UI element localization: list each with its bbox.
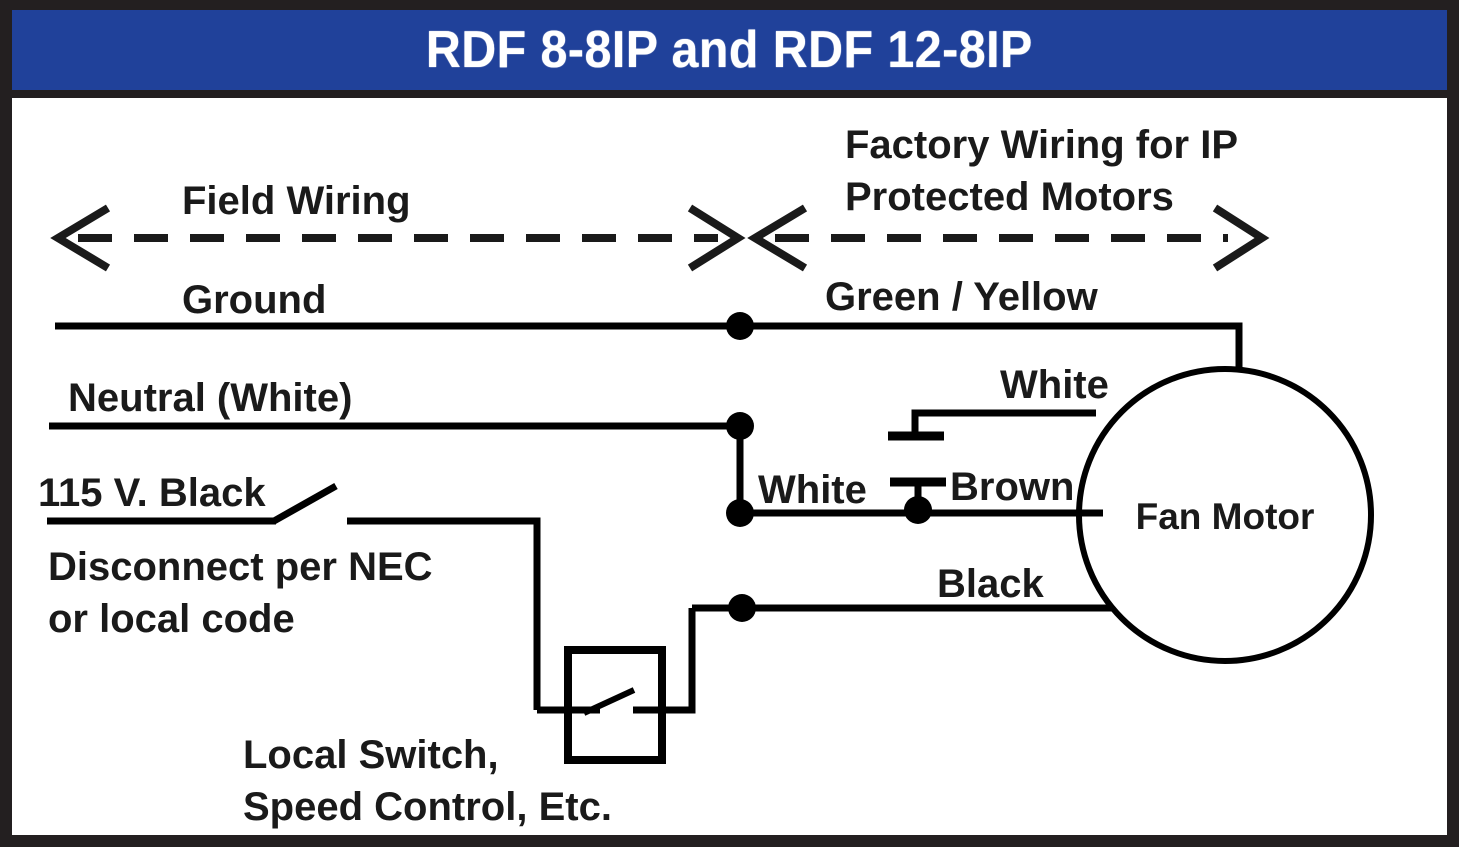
factory-wiring-heading-line1: Factory Wiring for IP: [845, 123, 1238, 167]
green-yellow-label: Green / Yellow: [825, 275, 1099, 319]
wiring-schematic: Field Wiring Factory Wiring for IP Prote…: [38, 123, 1374, 829]
disconnect-note-line2: or local code: [48, 597, 295, 641]
field-wiring-span-arrow: [50, 204, 746, 272]
white-motor-label: White: [1000, 363, 1109, 407]
title-banner: RDF 8-8IP and RDF 12-8IP: [12, 10, 1447, 90]
black-motor-label: Black: [937, 562, 1044, 606]
local-switch-box: [564, 646, 666, 764]
white-cap-label: White: [758, 468, 867, 512]
brown-label: Brown: [950, 465, 1074, 509]
junction-dot-white-brown: [726, 499, 754, 527]
page-title: RDF 8-8IP and RDF 12-8IP: [426, 21, 1033, 79]
factory-wiring-span-arrow: [747, 204, 1270, 272]
local-switch-blade: [582, 687, 636, 716]
ground-label: Ground: [182, 278, 326, 322]
local-switch-wire-out: [633, 608, 696, 714]
supply-voltage-label: 115 V. Black: [38, 471, 266, 515]
disconnect-note-line1: Disconnect per NEC: [48, 545, 433, 589]
junction-dot-neutral: [726, 412, 754, 440]
neutral-label: Neutral (White): [68, 376, 352, 420]
field-wiring-heading: Field Wiring: [182, 179, 411, 223]
wiring-diagram-panel: Field Wiring Factory Wiring for IP Prote…: [12, 98, 1447, 835]
fan-motor-label: Fan Motor: [1136, 496, 1315, 537]
white-motor-wire: [911, 409, 1096, 432]
junction-dot-ground: [726, 312, 754, 340]
local-switch-note-line1: Local Switch,: [243, 733, 499, 777]
disconnect-switch-blade: [272, 482, 338, 525]
supply-wire-to-local-switch: [347, 517, 541, 710]
local-switch-note-line2: Speed Control, Etc.: [243, 785, 612, 829]
ground-wire: [55, 322, 1243, 372]
fan-motor-symbol: [1076, 366, 1374, 664]
factory-wiring-heading-line2: Protected Motors: [845, 175, 1174, 219]
junction-dot-black: [728, 594, 756, 622]
